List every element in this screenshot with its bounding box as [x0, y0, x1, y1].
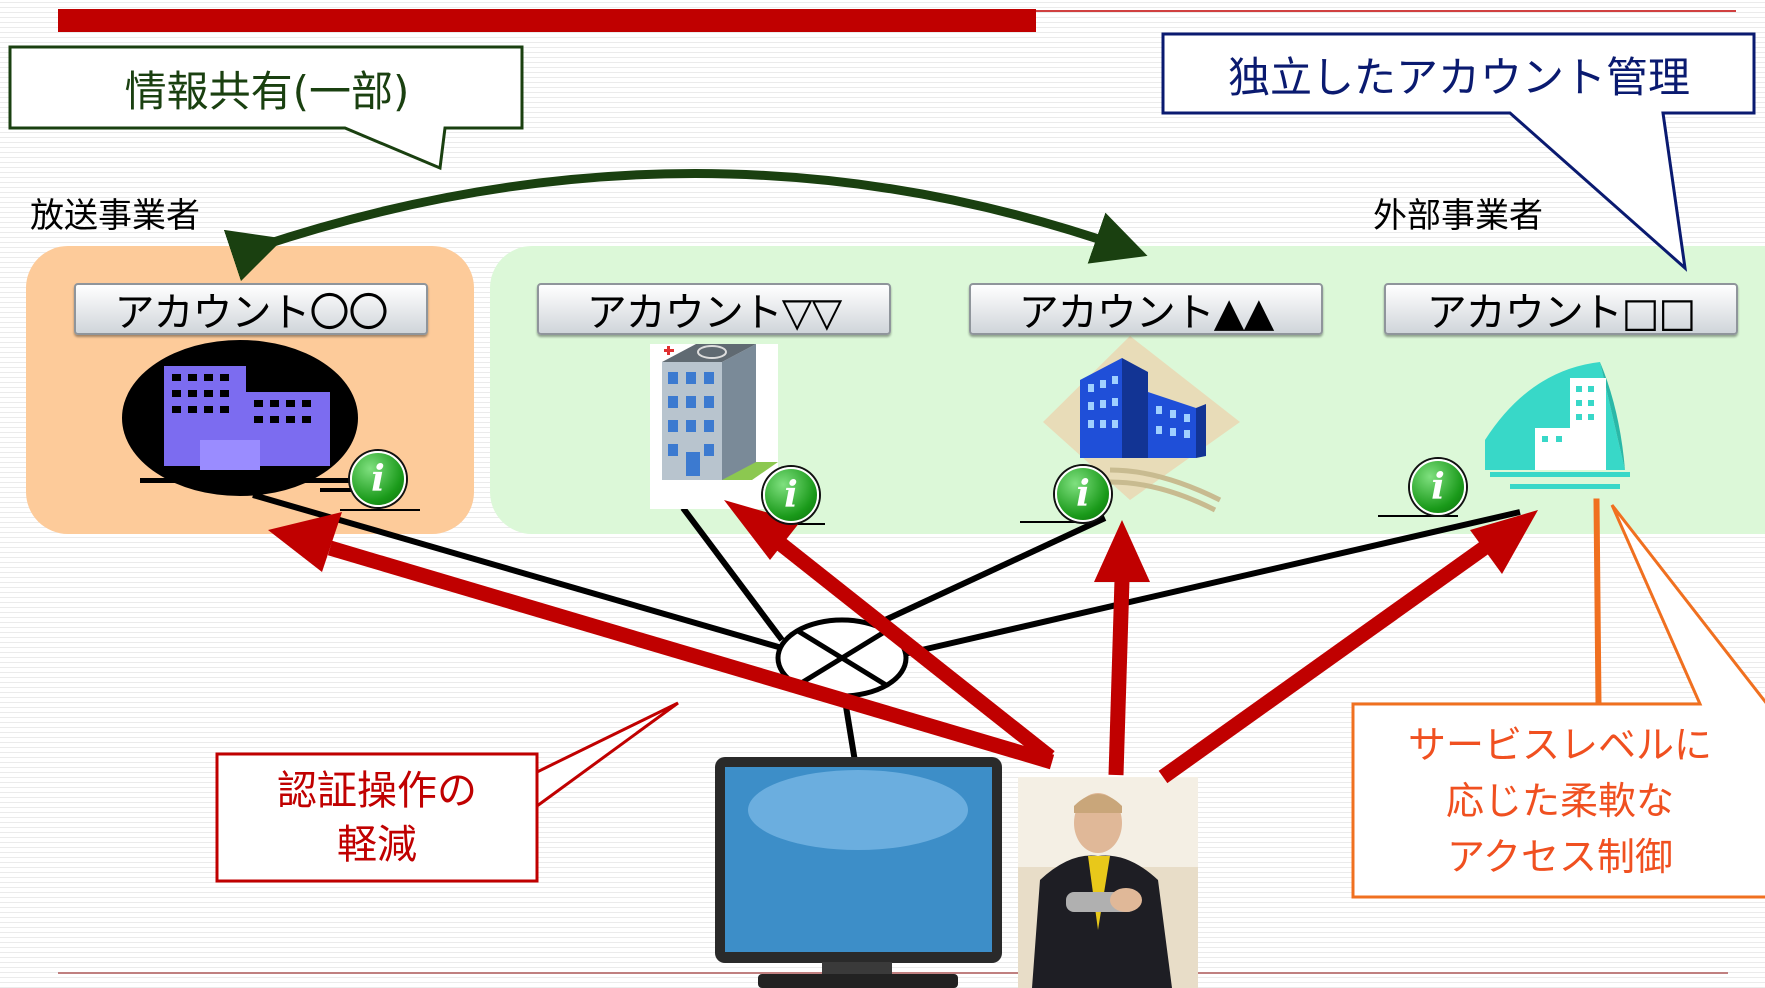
access-control-callout: サービスレベルに 応じた柔軟な アクセス制御 [1356, 708, 1764, 894]
account-tab-4: アカウント□□ [1384, 283, 1738, 336]
user-photo [1018, 777, 1198, 988]
red-auth-arrows [268, 500, 1538, 784]
account-tab-3: アカウント▲▲ [969, 283, 1323, 336]
television-icon [715, 757, 1002, 988]
hospital-building-icon [650, 344, 778, 509]
access-control-callout-shape [1351, 498, 1765, 899]
footer-rule [58, 972, 1728, 974]
reduce-auth-line-1: 認証操作の [277, 767, 477, 814]
info-icon: i [350, 451, 406, 507]
independent-account-callout-shape [1161, 32, 1756, 272]
info-sharing-callout-shape [8, 45, 524, 171]
reduce-auth-callout: 認証操作の 軽減 [220, 757, 534, 878]
info-sharing-callout: 情報共有(一部) [14, 50, 520, 126]
access-control-line-1: サービスレベルに [1407, 723, 1712, 767]
title-rule [1036, 10, 1736, 12]
independent-account-text: 独立したアカウント管理 [1227, 52, 1690, 102]
reduce-auth-line-2: 軽減 [337, 821, 417, 868]
info-sharing-arrow [223, 169, 1148, 282]
office-towers-icon [1043, 336, 1240, 513]
info-sharing-text: 情報共有(一部) [124, 66, 410, 116]
independent-account-callout: 独立したアカウント管理 [1166, 37, 1752, 111]
info-badge-bases [340, 509, 1458, 525]
access-control-line-2: 応じた柔軟な [1445, 779, 1674, 823]
info-icon: i [763, 467, 819, 523]
account-tab-2: アカウント▽▽ [537, 283, 891, 336]
access-control-line-3: アクセス制御 [1446, 835, 1674, 879]
teal-building-icon [1485, 362, 1630, 489]
broadcaster-label: 放送事業者 [30, 196, 200, 236]
info-icon: i [1410, 459, 1466, 515]
account-tab-1: アカウント〇〇 [74, 283, 428, 336]
reduce-auth-callout-shape [215, 701, 679, 883]
external-provider-label: 外部事業者 [1373, 196, 1543, 236]
title-bar-accent [58, 9, 1036, 32]
info-icon: i [1055, 466, 1111, 522]
broadcaster-building-icon [122, 340, 400, 496]
